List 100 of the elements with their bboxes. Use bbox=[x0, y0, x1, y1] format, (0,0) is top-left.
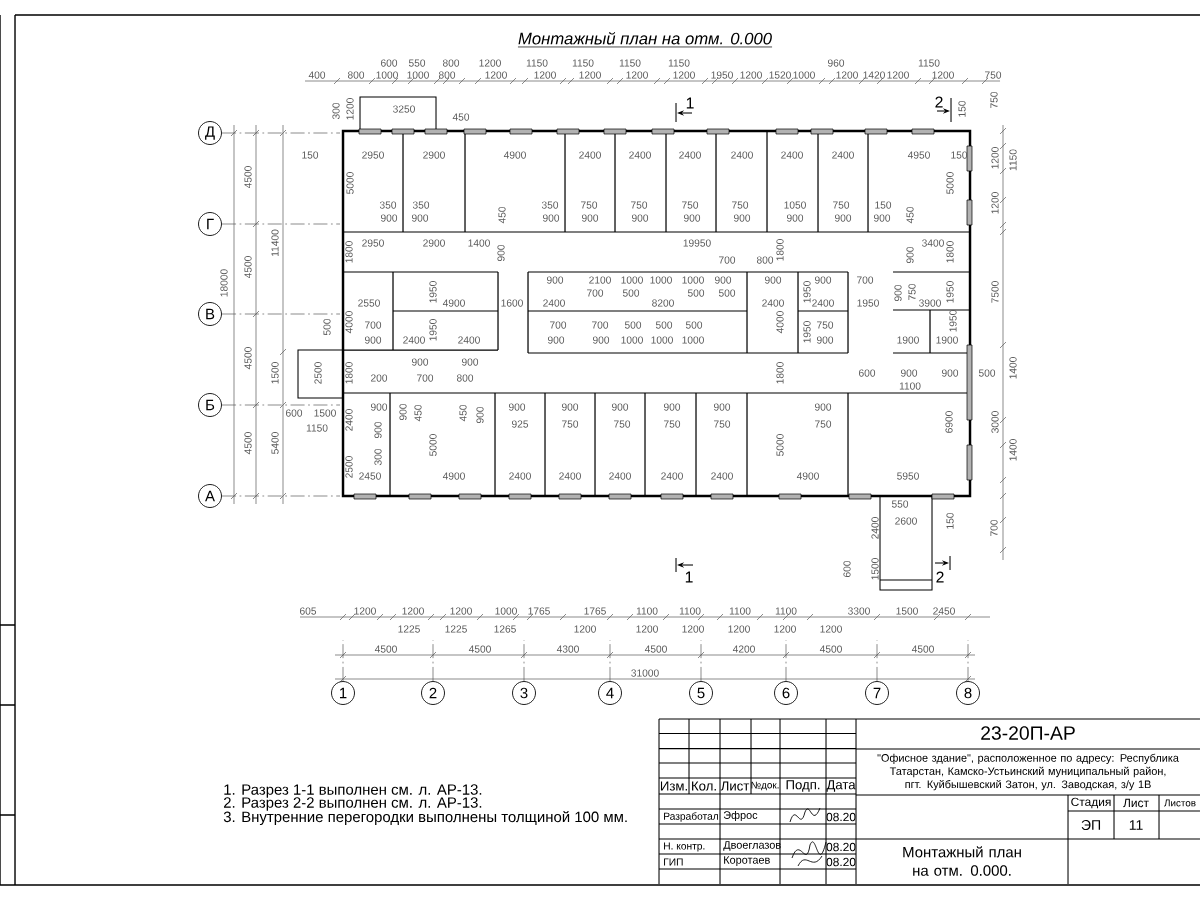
column-header: Кол. bbox=[692, 781, 716, 791]
dimension-text: 1950 bbox=[429, 281, 437, 303]
dimension-text: 1200 bbox=[346, 98, 354, 120]
dimension-text: 1520 bbox=[769, 71, 791, 79]
dimension-text: 1950 bbox=[711, 71, 733, 79]
axis-bubble: 2 bbox=[421, 681, 445, 705]
dimension-text: 350 bbox=[379, 201, 397, 209]
dimension-text: 1500 bbox=[314, 409, 336, 417]
dimension-text: 600 bbox=[843, 560, 851, 577]
dimension-text: 1200 bbox=[740, 71, 762, 79]
dimension-text: 900 bbox=[593, 336, 610, 344]
table-text: ГИП bbox=[664, 858, 683, 866]
dimension-text: 2950 bbox=[362, 151, 384, 159]
dimension-text: 605 bbox=[300, 607, 317, 615]
dimension-text: 2400 bbox=[345, 409, 353, 431]
dimension-text: 200 bbox=[371, 374, 388, 382]
dimension-text: 900 bbox=[462, 358, 479, 366]
dimension-text: 1000 bbox=[621, 336, 643, 344]
dimension-text: 900 bbox=[548, 336, 565, 344]
dimension-text: 31000 bbox=[631, 669, 659, 677]
dimension-text: 2500 bbox=[314, 362, 322, 384]
sheet-title: Монтажный план на отм. 0.000. bbox=[903, 846, 1021, 876]
dimension-text: 1900 bbox=[936, 336, 958, 344]
person-name: Коротаев bbox=[724, 856, 770, 866]
axis-bubble: 4 bbox=[598, 681, 622, 705]
table-text: 08.20 bbox=[826, 857, 856, 867]
dimension-text: 19950 bbox=[683, 239, 711, 247]
dimension-text: 1400 bbox=[1009, 357, 1017, 379]
dimension-text: 1200 bbox=[991, 147, 999, 169]
dimension-text: 900 bbox=[835, 214, 852, 222]
dimension-text: 5400 bbox=[271, 432, 279, 454]
dimension-text: 900 bbox=[817, 336, 834, 344]
dimension-text: 1000 bbox=[376, 71, 398, 79]
dimension-text: 900 bbox=[562, 403, 579, 411]
dimension-text: 1400 bbox=[1009, 439, 1017, 461]
dimension-text: 4500 bbox=[244, 347, 252, 370]
dimension-text: 1200 bbox=[402, 607, 424, 615]
axis-bubble: В bbox=[198, 302, 222, 326]
dimension-text: 4500 bbox=[644, 645, 667, 653]
dimension-text: 500 bbox=[622, 289, 640, 297]
dimension-text: 2500 bbox=[345, 456, 353, 478]
dimension-text: 1200 bbox=[534, 71, 556, 79]
dimension-text: 1150 bbox=[526, 59, 548, 67]
dimension-text: 1200 bbox=[673, 71, 695, 79]
dimension-text: 700 bbox=[417, 374, 434, 382]
dimension-text: 150 bbox=[875, 201, 892, 209]
dimension-text: 2950 bbox=[362, 239, 384, 247]
dimension-text: 3250 bbox=[393, 105, 415, 113]
column-header: Изм. bbox=[660, 781, 687, 791]
dimension-text: 900 bbox=[374, 421, 382, 439]
dimension-text: 1050 bbox=[784, 201, 806, 209]
dimension-text: 1420 bbox=[863, 71, 885, 79]
dimension-text: 1200 bbox=[774, 625, 796, 633]
axis-bubble: Б bbox=[198, 393, 222, 417]
dimension-text: 900 bbox=[547, 276, 564, 284]
dimension-text: 900 bbox=[582, 214, 599, 222]
dimension-text: 750 bbox=[732, 201, 749, 209]
dimension-text: 700 bbox=[857, 276, 874, 284]
address-text: "Офисное здание", расположенное по адресу: Республика Татарстан, Камско-Устьинский муниципальный район, пгт. Куйбышевский Затон, ул. Заводская, з/у 1В bbox=[877, 753, 1179, 791]
dimension-text: 900 bbox=[632, 214, 649, 222]
dimension-text: 1200 bbox=[991, 192, 999, 214]
dimension-text: 600 bbox=[286, 409, 303, 417]
dimension-text: 1500 bbox=[896, 607, 918, 615]
dimension-text: 900 bbox=[815, 276, 832, 284]
dimension-text: 900 bbox=[942, 369, 959, 377]
dimension-text: 1765 bbox=[584, 607, 606, 615]
dimension-text: 2400 bbox=[543, 299, 565, 307]
dimension-text: 600 bbox=[381, 59, 398, 67]
dimension-text: 2400 bbox=[871, 517, 879, 539]
dimension-text: 1400 bbox=[468, 239, 490, 247]
note-text: 1. Разрез 1-1 выполнен см. л. АР-13. bbox=[224, 784, 482, 798]
dimension-text: 4500 bbox=[244, 166, 252, 189]
dimension-text: 2400 bbox=[679, 151, 701, 159]
dimension-text: 800 bbox=[347, 71, 365, 79]
dimension-text: 1100 bbox=[636, 607, 658, 615]
dimension-text: 2400 bbox=[781, 151, 803, 159]
dimension-text: 150 bbox=[951, 151, 968, 159]
dimension-text: 500 bbox=[687, 289, 705, 297]
dimension-text: 960 bbox=[828, 59, 845, 67]
dimension-text: 1500 bbox=[871, 558, 879, 580]
dimension-text: 1765 bbox=[528, 607, 550, 615]
dimension-text: 3900 bbox=[919, 299, 941, 307]
dimension-text: 2450 bbox=[933, 607, 955, 615]
dimension-text: 900 bbox=[715, 276, 732, 284]
dimension-text: 2400 bbox=[609, 472, 631, 480]
dimension-text: 900 bbox=[509, 403, 526, 411]
table-text: Лист bbox=[1123, 798, 1149, 808]
axis-bubble: А bbox=[198, 484, 222, 508]
dimension-text: 1200 bbox=[887, 71, 909, 79]
dimension-text: 1800 bbox=[345, 241, 353, 263]
dimension-text: 800 bbox=[442, 59, 460, 67]
dimension-text: 1200 bbox=[579, 71, 601, 79]
dimension-text: 500 bbox=[685, 321, 703, 329]
dimension-text: 700 bbox=[365, 321, 382, 329]
dimension-text: 450 bbox=[414, 404, 422, 422]
column-header: Листов bbox=[1164, 799, 1196, 807]
dimension-text: 500 bbox=[323, 318, 331, 336]
dimension-text: 1800 bbox=[776, 239, 784, 261]
dimension-text: 1200 bbox=[485, 71, 507, 79]
dimension-text: 2400 bbox=[812, 299, 834, 307]
